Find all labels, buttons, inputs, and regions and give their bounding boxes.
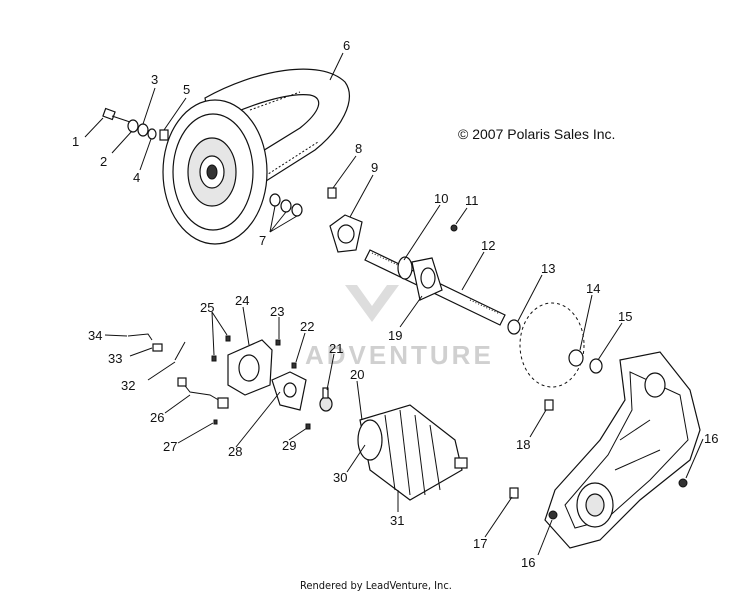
screw-25a [225, 335, 231, 342]
leader-lines [84, 52, 704, 556]
callout-7: 7 [259, 233, 266, 248]
callout-28: 28 [228, 444, 242, 459]
brake-disc [519, 302, 585, 388]
callout-14: 14 [586, 281, 600, 296]
callout-1: 1 [72, 134, 79, 149]
screw-25b [211, 355, 217, 362]
washer-2 [127, 119, 139, 133]
callout-31: 31 [390, 513, 404, 528]
callout-16b: 16 [521, 555, 535, 570]
callout-5: 5 [183, 82, 190, 97]
watermark-logo [345, 285, 399, 322]
gear-21 [319, 396, 333, 412]
sensor-harness-26 [177, 377, 229, 409]
callout-22: 22 [300, 319, 314, 334]
wire-32 [174, 341, 186, 361]
callout-11: 11 [465, 193, 479, 208]
starter-motor-31 [357, 404, 468, 501]
callout-30: 30 [333, 470, 347, 485]
drive-clutch-sheave [162, 99, 268, 245]
bracket-28 [271, 371, 307, 411]
screw-21 [322, 387, 329, 399]
callout-26: 26 [150, 410, 164, 425]
screw-23 [275, 339, 281, 346]
callout-21: 21 [329, 341, 343, 356]
callout-25: 25 [200, 300, 214, 315]
copyright-text: © 2007 Polaris Sales Inc. [458, 126, 615, 142]
callout-24: 24 [235, 293, 249, 308]
callout-9: 9 [371, 160, 378, 175]
callout-34: 34 [88, 328, 102, 343]
callout-18: 18 [516, 437, 530, 452]
callout-16a: 16 [704, 431, 718, 446]
callout-13: 13 [541, 261, 555, 276]
spacer-7a [269, 193, 281, 207]
screw-22 [291, 362, 297, 369]
bearing-flange-9 [329, 214, 363, 253]
callout-32: 32 [121, 378, 135, 393]
oring-15 [589, 358, 603, 374]
screw-27 [213, 419, 218, 425]
callout-20: 20 [350, 367, 364, 382]
nut-16b [548, 510, 558, 520]
callout-27: 27 [163, 439, 177, 454]
bolt-1 [102, 107, 131, 123]
screw-8 [327, 187, 337, 199]
spacer-7c [291, 203, 303, 217]
connector-33 [152, 343, 163, 352]
callout-17: 17 [473, 536, 487, 551]
seal-14 [568, 349, 584, 367]
nut-16a [678, 478, 688, 488]
callout-4: 4 [133, 170, 140, 185]
spacer-7b [280, 199, 292, 213]
bolt-17 [509, 487, 519, 499]
bushing-5 [159, 129, 169, 141]
washer-4 [147, 128, 157, 140]
watermark-text: ADVENTURE [305, 340, 494, 370]
callout-10: 10 [434, 191, 448, 206]
screw-29 [305, 423, 311, 430]
footer-text: Rendered by LeadVenture, Inc. [300, 579, 452, 592]
stator-plate-24 [227, 339, 273, 396]
ring-13 [507, 319, 521, 335]
nut-11 [450, 224, 458, 232]
bolt-18 [544, 399, 554, 411]
chaincase-housing [544, 351, 701, 549]
callout-12: 12 [481, 238, 495, 253]
callout-23: 23 [270, 304, 284, 319]
washer-3 [137, 123, 149, 137]
callout-33: 33 [108, 351, 122, 366]
callout-3: 3 [151, 72, 158, 87]
bearing-housing-19 [411, 257, 443, 301]
callout-15: 15 [618, 309, 632, 324]
wire-34 [127, 333, 153, 341]
callout-2: 2 [100, 154, 107, 169]
callout-29: 29 [282, 438, 296, 453]
callout-6: 6 [343, 38, 350, 53]
callout-8: 8 [355, 141, 362, 156]
callout-19: 19 [388, 328, 402, 343]
